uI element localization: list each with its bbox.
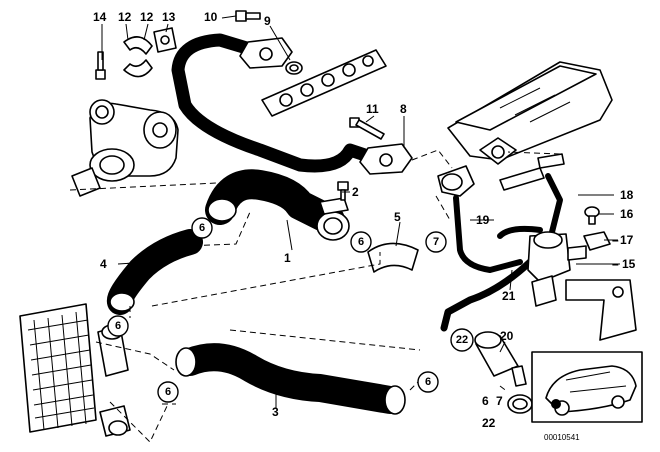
hose-3 — [175, 343, 406, 415]
callout-5: 5 — [394, 210, 401, 224]
bolt-11 — [349, 117, 385, 140]
callout-18: 18 — [620, 188, 634, 202]
bolt-14 — [95, 51, 106, 80]
callout-12: 12 — [140, 10, 154, 24]
clamp-12 — [123, 36, 153, 78]
circled-callouts: 6 6 7 6 6 6 22 — [107, 217, 474, 403]
svg-text:6: 6 — [358, 236, 364, 248]
callout-circle-6: 6 — [417, 371, 439, 393]
callout-3: 3 — [272, 405, 279, 419]
callout-14: 14 — [93, 10, 107, 24]
callout-9: 9 — [264, 14, 271, 28]
leader-lines — [101, 15, 620, 408]
hose-21 — [440, 225, 543, 332]
callout-10: 10 — [204, 10, 218, 24]
callout-8: 8 — [400, 102, 407, 116]
connection-lines — [69, 149, 561, 443]
svg-text:22: 22 — [456, 334, 468, 346]
callout-11: 11 — [366, 102, 379, 116]
gasket-13 — [153, 27, 177, 53]
reference-number: 00010541 — [544, 433, 580, 442]
turbocharger — [71, 99, 179, 197]
egr-pipe — [171, 33, 413, 175]
vacuum-sensor-7 — [437, 165, 475, 197]
callout-4: 4 — [100, 257, 107, 271]
intake-manifold — [447, 61, 613, 165]
bolt-2 — [337, 181, 349, 201]
bolt-10 — [235, 10, 261, 22]
hose-5 — [367, 242, 419, 273]
svg-text:6: 6 — [425, 376, 431, 388]
callout-15: 15 — [622, 257, 636, 271]
callout-labels: 14 12 12 13 10 9 11 8 2 1 4 5 3 18 16 – … — [93, 10, 636, 442]
callout-circle-6: 6 — [191, 217, 213, 239]
callout-15-dash: – — [612, 257, 619, 271]
callout-21: 21 — [502, 289, 516, 303]
hose-4 — [106, 229, 203, 315]
callout-20: 20 — [500, 329, 514, 343]
manifold-gasket — [261, 49, 387, 117]
bracket-17 — [583, 231, 611, 251]
pressure-converter-15 — [527, 231, 587, 307]
callout-6: 6 — [482, 394, 489, 408]
callout-12: 12 — [118, 10, 132, 24]
callout-circle-6: 6 — [157, 381, 179, 403]
vehicle-inset — [531, 351, 643, 423]
mounting-bracket — [565, 279, 637, 341]
callout-17: 17 — [620, 233, 634, 247]
svg-text:6: 6 — [165, 386, 171, 398]
hose-clamp-22 — [507, 394, 533, 414]
hose-18 — [499, 153, 565, 235]
callout-1: 1 — [284, 251, 291, 265]
svg-text:6: 6 — [115, 320, 121, 332]
svg-text:7: 7 — [433, 236, 439, 248]
callout-22: 22 — [482, 416, 496, 430]
callout-19: 19 — [476, 213, 490, 227]
callout-13: 13 — [162, 10, 176, 24]
svg-text:6: 6 — [199, 222, 205, 234]
intercooler — [19, 303, 131, 437]
callout-circle-7: 7 — [425, 231, 447, 253]
callout-circle-22: 22 — [450, 328, 474, 352]
callout-7: 7 — [496, 394, 503, 408]
callout-2: 2 — [352, 185, 359, 199]
charge-air-hose-1 — [205, 169, 350, 241]
vacuum-hose-19 — [453, 195, 523, 273]
callout-16: 16 — [620, 207, 634, 221]
screw-16 — [584, 206, 600, 225]
callout-17-dash: – — [612, 233, 619, 247]
callout-circle-6: 6 — [350, 231, 372, 253]
filter-20 — [474, 331, 527, 387]
location-marker — [551, 399, 561, 409]
callout-circle-6: 6 — [107, 315, 129, 337]
